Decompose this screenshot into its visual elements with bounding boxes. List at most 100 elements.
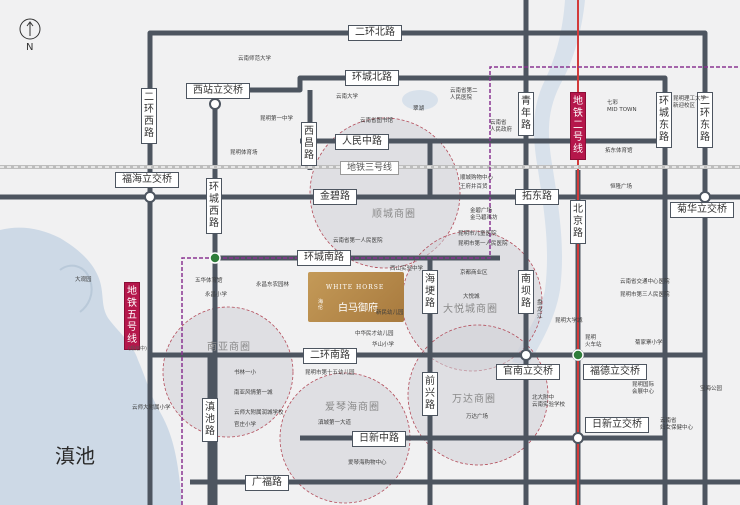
poi-qimi: 七彩 MID TOWN	[607, 100, 637, 113]
poi-km-university-park: 昆明大学城	[555, 318, 583, 324]
compass-north: N	[26, 42, 34, 53]
metro-line5-sub: (规划中)	[128, 346, 147, 352]
poi-aiqinhai-mall: 爱琴海购物中心	[348, 460, 387, 466]
poi-yn-hospital1: 云南省第一人民医院	[333, 238, 383, 244]
park-daguanyuan: 大观园	[75, 277, 92, 283]
poi-hengcheng: 恒隆广场	[610, 184, 633, 190]
road-label-qianxing: 前兴路	[422, 372, 438, 416]
road-label-xichang: 西昌路	[301, 122, 317, 166]
poi-jinma: 金碧广场 金马碧鸡坊	[470, 208, 498, 221]
interchange-guannan: 官南立交桥	[496, 364, 560, 380]
panlong-river	[512, 0, 585, 365]
poi-dayuecheng-mall: 大悦城	[463, 294, 480, 300]
poi-ynu: 云南大学	[336, 94, 359, 100]
wanda-circle	[407, 324, 549, 466]
poi-yn-hospital2: 云南省第二 人民医院	[450, 88, 478, 101]
lake-dianchi: 滇池	[55, 444, 95, 468]
poi-yn-gov: 云南省 人民政府	[490, 120, 513, 133]
district-shuncheng: 顺城商圈	[372, 209, 416, 220]
road-label-qingnian: 青年路	[518, 92, 534, 136]
road-label-haigeng: 海埂路	[422, 270, 438, 314]
poi-ynnu-school: 云师大附属小学	[132, 405, 171, 411]
road-huancheng-bei	[212, 75, 668, 505]
road-label-erhuan-bei: 二环北路	[348, 25, 402, 41]
poi-wangfujing: 王府井百货	[460, 184, 488, 190]
poi-ynnu: 云南师范大学	[238, 56, 272, 62]
poi-km-hospital3: 昆明市第三人民医院	[620, 292, 670, 298]
poi-beida: 北大附中 云南实验学校	[532, 395, 566, 408]
road-label-huancheng-bei: 环城北路	[345, 70, 399, 86]
poi-yongchang-park: 永昌东农园林	[256, 282, 290, 288]
poi-intl-center: 昆明国际 会展中心	[632, 382, 655, 395]
river-panlong: 盘龙江	[537, 300, 543, 320]
project-name-en: WHITE HORSE	[326, 284, 385, 291]
road-label-nanba: 南坝路	[518, 270, 534, 314]
road-label-jinbi: 金碧路	[313, 189, 357, 205]
poi-kunming-market: 顺城购物中心	[460, 175, 494, 181]
poi-dianchi-univ: 滇城第一大道	[318, 420, 352, 426]
poi-kunming-no1: 昆明第一中学	[260, 116, 294, 122]
interchange-fude: 福德立交桥	[583, 364, 647, 380]
poi-xinzhu-kindergarten: 新民幼儿园	[376, 310, 404, 316]
road-label-beijing: 北京路	[570, 200, 586, 244]
metro-line5-label: 地铁五号线	[124, 282, 140, 350]
poi-km-hospital1: 昆明市第一人民医院	[458, 241, 508, 247]
metro-line3-label: 地铁三号线	[340, 161, 400, 175]
poi-guanzhuang: 官庄小学	[234, 422, 257, 428]
road-label-guangfu: 广福路	[245, 475, 289, 491]
poi-yn-women: 云南省 妇女保健中心	[660, 418, 694, 431]
poi-zhonghua-kindergarten: 中华民才幼儿园	[355, 331, 394, 337]
district-aiqinhai: 爱琴海商圈	[325, 402, 380, 413]
metro-line5-track	[181, 66, 740, 505]
road-label-tuodong: 拓东路	[515, 189, 559, 205]
project-name-cn: 白马御府	[338, 303, 378, 314]
road-label-erhuan-nan: 二环南路	[303, 348, 357, 364]
poi-tuodong-stadium: 拓东体育馆	[605, 148, 633, 154]
lake-inner	[59, 264, 93, 313]
road-label-rixin: 日新中路	[352, 431, 406, 447]
park-baomi: 宝海公园	[700, 386, 723, 392]
poi-yonghe: 永昌小学	[205, 292, 228, 298]
road-label-erhuan-xi: 二环西路	[141, 88, 157, 144]
interchange-xizhan: 西站立交桥	[186, 83, 250, 99]
interchange-fuhai: 福海立交桥	[115, 172, 179, 188]
district-wanda: 万达商圈	[452, 394, 496, 405]
road-label-huancheng-xi: 环城西路	[206, 178, 222, 234]
project-logo[interactable]	[308, 272, 404, 322]
road-label-huancheng-nan: 环城南路	[297, 250, 351, 266]
poi-shulin: 书林一小	[234, 370, 257, 376]
district-nanya: 南亚商圈	[207, 342, 251, 353]
shuncheng-circle	[309, 117, 461, 269]
poi-xishan-school: 西山实验中学	[390, 266, 424, 272]
metro-line2-label: 地铁二号线	[570, 92, 586, 160]
poi-yn-traffic: 云南省交通中心医院	[620, 279, 670, 285]
poi-km-univ: 昆明理工大学 新迎校区	[673, 96, 707, 109]
metro-stations	[209, 252, 584, 361]
road-erhuan-bei	[147, 30, 708, 505]
interchange-rixin: 日新立交桥	[585, 417, 649, 433]
poi-km-station: 昆明 火车站	[585, 335, 602, 348]
interchange-juhua: 菊华立交桥	[670, 202, 734, 218]
poi-wanda-plaza: 万达广场	[466, 414, 489, 420]
poi-km-school15: 昆明市第十五幼儿园	[305, 370, 355, 376]
poi-yn-museum: 云南省图书馆	[360, 118, 394, 124]
district-dayuecheng: 大悦城商圈	[443, 304, 498, 315]
poi-km-children: 昆明市儿童医院	[458, 231, 497, 237]
nanya-circle	[162, 306, 294, 438]
poi-juhua-school: 菊家寨小学	[635, 340, 663, 346]
road-label-dianchi: 滇池路	[202, 398, 218, 442]
poi-jingxing: 京都商业区	[460, 270, 488, 276]
project-sub: 海伦	[318, 299, 324, 311]
compass-icon	[19, 18, 41, 40]
poi-nanya-mall: 南亚风情第一城	[234, 390, 273, 396]
poi-wuhua-stadium: 五华体育馆	[195, 278, 223, 284]
road-label-renmin: 人民中路	[335, 134, 389, 150]
dianchi-lake	[0, 227, 182, 505]
cuihu-lake	[402, 90, 438, 110]
road-label-erhuan-dong: 二环东路	[697, 92, 713, 148]
poi-huashan: 华山小学	[372, 342, 395, 348]
road-label-huancheng-dong: 环城东路	[656, 92, 672, 148]
poi-ynnu-high: 云师大附属润城学校	[234, 410, 284, 416]
lake-cuihu: 翠湖	[413, 106, 425, 112]
